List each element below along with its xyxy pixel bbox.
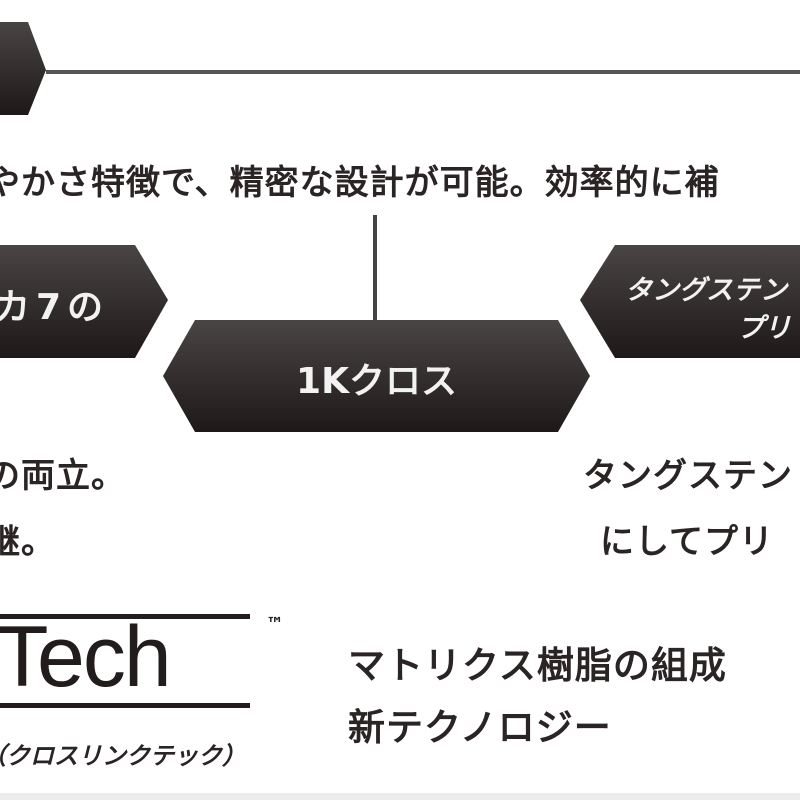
left-text-line2: 継。 xyxy=(0,522,56,562)
right-text-line2: にしてプリ xyxy=(600,522,774,562)
right-box-label-line1: タングステン xyxy=(625,275,787,306)
center-box-label: 1Kクロス xyxy=(296,361,457,402)
left-text-line1: の両立。 xyxy=(0,456,126,496)
logo-top-rule xyxy=(0,614,250,619)
right-text-line1: タングステン xyxy=(583,456,793,496)
top-rule xyxy=(46,70,800,74)
top-marker xyxy=(0,22,46,115)
connector-line xyxy=(373,215,377,323)
logo-name: Tech xyxy=(0,609,172,705)
top-description: やかさ特徴で、精密な設計が可能。効率的に補 xyxy=(0,163,720,203)
logo-description-line2: 新テクノロジー xyxy=(348,706,612,749)
right-box-shape xyxy=(580,245,800,358)
bottom-strip xyxy=(0,793,800,800)
center-box-shape xyxy=(163,320,590,432)
left-box-label: カ7の xyxy=(0,287,110,328)
logo-tm: ™ xyxy=(266,614,284,635)
right-box-label-line2: プリ xyxy=(737,313,791,344)
logo-reading: （クロスリンクテック） xyxy=(0,742,246,770)
left-box-shape xyxy=(0,245,168,358)
logo-bottom-rule xyxy=(0,703,250,708)
logo-description-line1: マトリクス樹脂の組成 xyxy=(348,644,727,687)
